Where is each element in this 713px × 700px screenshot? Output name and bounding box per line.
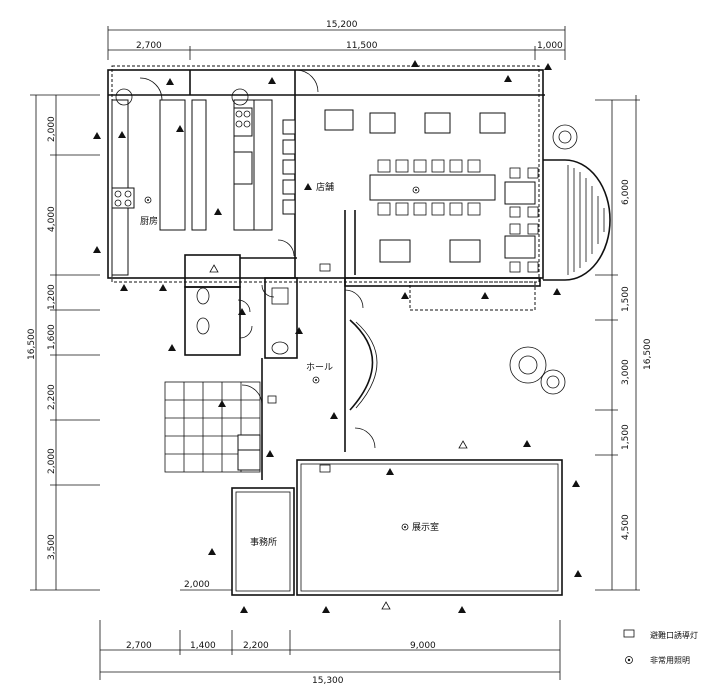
- emergency-light-icon: [144, 196, 152, 204]
- room-hall-label: ホール: [306, 362, 333, 373]
- right-dim-1: 6,000: [621, 179, 631, 205]
- right-overall-dim: 16,500: [643, 338, 653, 370]
- bottom-dim-2: 1,400: [190, 641, 216, 651]
- room-office-label: 事務所: [250, 536, 277, 548]
- doors: [139, 69, 376, 449]
- emergency-light-icon: [401, 523, 409, 531]
- bottom-dimension-lines: 2,700 1,400 2,200 9,000 15,300: [99, 620, 561, 686]
- bottom-dim-4: 9,000: [410, 641, 436, 651]
- top-dimension-lines: 15,200 2,700 11,500 1,000: [107, 20, 566, 60]
- left-dim-1: 2,000: [47, 116, 57, 142]
- terrace-hatch: [567, 165, 605, 275]
- room-shop-label: 店舗: [316, 181, 334, 193]
- left-overall-dim: 16,500: [27, 328, 37, 360]
- right-dim-4: 1,500: [621, 424, 631, 450]
- right-dim-3: 3,000: [621, 359, 631, 385]
- left-dim-3: 1,200: [47, 284, 57, 310]
- bottom-dim-3: 2,200: [243, 641, 269, 651]
- exit-light-markers: [267, 263, 331, 473]
- left-dim-7: 3,500: [47, 534, 57, 560]
- exit-guide-light-icon: [623, 629, 635, 638]
- room-kitchen-label: 厨房: [140, 215, 158, 227]
- exit-guide-light-icon: [319, 263, 331, 272]
- inner-dim-label: 2,000: [184, 580, 210, 590]
- left-dim-5: 2,200: [47, 384, 57, 410]
- right-dimension-lines: 6,000 1,500 3,000 1,500 4,500 16,500: [595, 95, 653, 591]
- legend-emergency-light-label: 非常用照明: [650, 655, 690, 665]
- emergency-light-markers: [144, 186, 420, 531]
- fixtures: [196, 287, 289, 471]
- emergency-light-icon: [625, 656, 633, 664]
- legend: 避難口誘導灯 非常用照明: [623, 629, 698, 665]
- right-dim-5: 4,500: [621, 514, 631, 540]
- legend-exit-light-label: 避難口誘導灯: [650, 630, 698, 640]
- top-dim-2: 11,500: [346, 41, 378, 51]
- left-dim-2: 4,000: [47, 206, 57, 232]
- room-exhibition-label: 展示室: [412, 521, 439, 533]
- trees: [509, 124, 578, 395]
- emergency-light-icon: [312, 376, 320, 384]
- left-dim-6: 2,000: [47, 448, 57, 474]
- exit-guide-light-icon: [267, 395, 277, 404]
- left-dimension-lines: 16,500 2,000 4,000 1,200 1,600 2,200 2,0…: [27, 94, 100, 591]
- walls: [107, 65, 611, 596]
- exit-guide-light-icon: [319, 464, 331, 473]
- shop-tables: [369, 112, 539, 273]
- left-dim-4: 1,600: [47, 324, 57, 350]
- top-dim-1: 2,700: [136, 41, 162, 51]
- bottom-dim-1: 2,700: [126, 641, 152, 651]
- kitchen-equipment: [111, 88, 354, 276]
- emergency-light-icon: [412, 186, 420, 194]
- top-dim-3: 1,000: [537, 41, 563, 51]
- inner-dimension: 2,000: [180, 580, 232, 591]
- bottom-overall-dim: 15,300: [312, 676, 344, 686]
- top-overall-dim: 15,200: [326, 20, 358, 30]
- speaker-markers: [93, 60, 582, 613]
- right-dim-2: 1,500: [621, 286, 631, 312]
